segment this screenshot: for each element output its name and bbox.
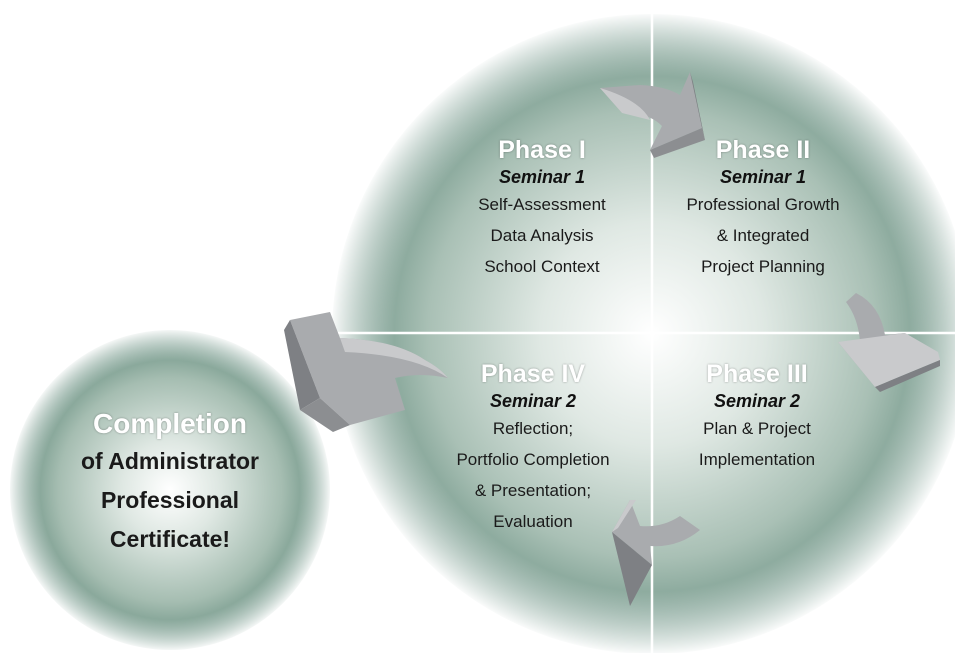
arrow-phase3-to-phase4 [612,500,700,606]
phase-4-item: Portfolio Completion [456,450,610,469]
phase-3-item: Implementation [698,450,816,469]
phase-4-title: Phase IV [480,360,586,388]
phase-3-item: Plan & Project [703,419,811,438]
phase-4-item: Evaluation [493,512,573,531]
phase-3-title: Phase III [706,360,808,388]
phase-2-block: Phase II Seminar 1 Professional Growth &… [658,135,868,282]
phase-4-seminar: Seminar 2 [489,391,577,411]
arrow-phase2-to-phase3 [838,293,940,392]
completion-line: Professional [100,487,240,513]
phase-4-item: & Presentation; [474,481,592,500]
phase-3-block: Phase III Seminar 2 Plan & Project Imple… [652,359,862,475]
phase-2-item: Professional Growth [686,195,840,214]
arrow-phase1-to-phase2 [600,72,705,158]
arrow-phase4-to-completion [284,312,448,432]
phase-4-block: Phase IV Seminar 2 Reflection; Portfolio… [428,359,638,537]
phase-1-item: Self-Assessment [478,195,606,214]
phase-2-item: Project Planning [701,257,825,276]
phase-3-seminar: Seminar 2 [713,391,801,411]
phase-1-item: Data Analysis [490,226,594,245]
phase-1-block: Phase I Seminar 1 Self-Assessment Data A… [437,135,647,282]
completion-block: Completion of Administrator Professional… [40,406,300,559]
completion-title: Completion [93,408,247,439]
phase-1-seminar: Seminar 1 [498,167,586,187]
phase-2-title: Phase II [715,136,811,164]
phase-2-item: & Integrated [716,226,810,245]
phase-4-item: Reflection; [492,419,574,438]
phase-2-seminar: Seminar 1 [719,167,807,187]
completion-line: Certificate! [109,526,231,552]
phase-1-title: Phase I [498,136,586,164]
phase-1-item: School Context [484,257,600,276]
completion-line: of Administrator [80,448,260,474]
